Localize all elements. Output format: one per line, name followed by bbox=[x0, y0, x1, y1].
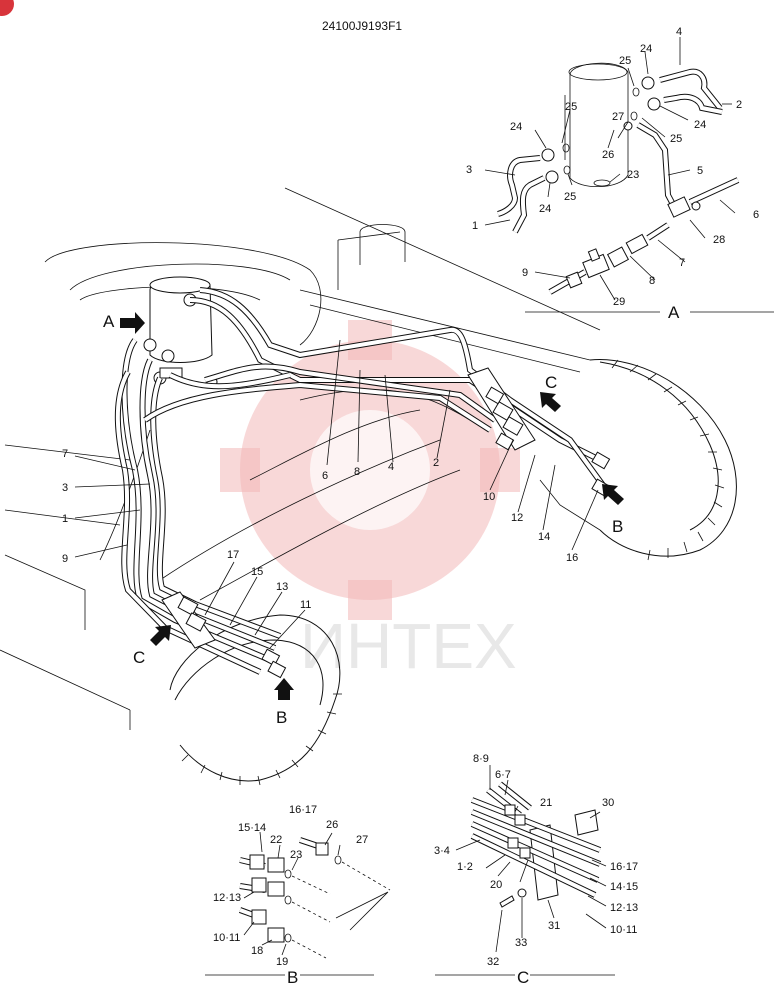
callout-b-10-11: 10·11 bbox=[213, 932, 240, 944]
callout-c-31: 31 bbox=[548, 920, 560, 932]
detail-c-title: C bbox=[517, 968, 529, 987]
left-tire bbox=[169, 614, 342, 786]
main-leader-lines bbox=[74, 339, 599, 649]
left-manifold bbox=[161, 591, 287, 679]
callout-c-14-15: 14·15 bbox=[610, 881, 638, 893]
callout-c-16-17: 16·17 bbox=[610, 861, 638, 873]
callout-a-23: 23 bbox=[627, 169, 639, 181]
callout-c-8-9: 8·9 bbox=[473, 753, 489, 765]
callout-c-20: 20 bbox=[490, 879, 502, 891]
callout-main-1: 1 bbox=[62, 513, 68, 525]
callout-main-11: 11 bbox=[300, 599, 311, 611]
callout-b-12-13: 12·13 bbox=[213, 892, 241, 904]
view-label-a-main: A bbox=[103, 312, 115, 331]
callout-main-16: 16 bbox=[566, 552, 578, 564]
callout-a-25-bottom: 25 bbox=[564, 191, 576, 203]
callout-c-1-2: 1·2 bbox=[457, 861, 473, 873]
hose-bundle bbox=[114, 287, 608, 675]
callout-main-2: 2 bbox=[433, 457, 439, 469]
drawing-code: 24100J9193F1 bbox=[322, 19, 402, 33]
detail-a-drawing bbox=[484, 37, 774, 313]
callout-c-12-13: 12·13 bbox=[610, 902, 638, 914]
callout-c-6-7: 6·7 bbox=[495, 769, 511, 781]
callout-a-5: 5 bbox=[697, 165, 703, 177]
detail-c-drawing bbox=[435, 765, 615, 976]
callout-b-27: 27 bbox=[356, 834, 368, 846]
callout-a-24-top: 24 bbox=[640, 43, 652, 55]
callout-main-13: 13 bbox=[276, 581, 288, 593]
callout-main-8: 8 bbox=[354, 466, 360, 478]
callout-main-17: 17 bbox=[227, 549, 239, 561]
callout-main-7: 7 bbox=[62, 448, 68, 460]
callout-main-10: 10 bbox=[483, 491, 495, 503]
callout-main-14: 14 bbox=[538, 531, 550, 543]
view-arrows bbox=[120, 312, 624, 700]
callout-main-6: 6 bbox=[322, 470, 328, 482]
callout-b-23: 23 bbox=[290, 849, 302, 861]
right-tire bbox=[539, 359, 737, 561]
view-label-c-main-right: C bbox=[545, 373, 557, 392]
callout-b-15-14: 15·14 bbox=[238, 822, 266, 834]
callout-main-12: 12 bbox=[511, 512, 523, 524]
callout-a-25-left: 25 bbox=[565, 101, 577, 113]
callout-a-4: 4 bbox=[676, 26, 682, 38]
corner-marker bbox=[0, 0, 14, 16]
callout-a-1: 1 bbox=[472, 220, 478, 232]
callout-a-6: 6 bbox=[753, 209, 759, 221]
callout-c-30: 30 bbox=[602, 797, 614, 809]
callout-b-22: 22 bbox=[270, 834, 282, 846]
watermark-text: ИНТЕХ bbox=[300, 610, 517, 682]
callout-a-3: 3 bbox=[466, 164, 472, 176]
machine-body-outline bbox=[0, 187, 601, 730]
callout-a-25-top: 25 bbox=[619, 55, 631, 67]
callout-a-8: 8 bbox=[649, 275, 655, 287]
view-label-b-main-right: B bbox=[612, 517, 623, 536]
callout-a-7: 7 bbox=[679, 257, 685, 269]
callout-a-24-left: 24 bbox=[510, 121, 522, 133]
callout-b-16-17: 16·17 bbox=[289, 804, 317, 816]
callout-a-2: 2 bbox=[736, 99, 742, 111]
right-manifold bbox=[467, 367, 611, 497]
callout-c-21: 21 bbox=[540, 797, 552, 809]
watermark-gear-logo bbox=[220, 320, 520, 620]
callout-a-24-bottom: 24 bbox=[539, 203, 551, 215]
detail-b-title: B bbox=[287, 968, 298, 987]
callout-main-3: 3 bbox=[62, 482, 68, 494]
callout-a-27: 27 bbox=[612, 111, 624, 123]
callout-a-28: 28 bbox=[713, 234, 725, 246]
callout-a-25-right: 25 bbox=[670, 133, 682, 145]
detail-a-title: A bbox=[668, 303, 680, 322]
callout-main-9: 9 bbox=[62, 553, 68, 565]
callout-b-18: 18 bbox=[251, 945, 263, 957]
callout-c-10-11: 10·11 bbox=[610, 924, 637, 936]
view-label-b-main-left: B bbox=[276, 708, 287, 727]
callout-c-33: 33 bbox=[515, 937, 527, 949]
callout-main-4: 4 bbox=[388, 461, 394, 473]
callout-main-15: 15 bbox=[251, 566, 263, 578]
callout-c-32: 32 bbox=[487, 956, 499, 968]
callout-a-26: 26 bbox=[602, 149, 614, 161]
callout-a-9: 9 bbox=[522, 267, 528, 279]
callout-a-24-right: 24 bbox=[694, 119, 706, 131]
detail-b-drawing bbox=[205, 831, 391, 976]
callout-b-26: 26 bbox=[326, 819, 338, 831]
callout-b-19: 19 bbox=[276, 956, 288, 968]
callout-c-3-4: 3·4 bbox=[434, 845, 450, 857]
callout-a-29: 29 bbox=[613, 296, 625, 308]
view-label-c-main-left: C bbox=[133, 648, 145, 667]
